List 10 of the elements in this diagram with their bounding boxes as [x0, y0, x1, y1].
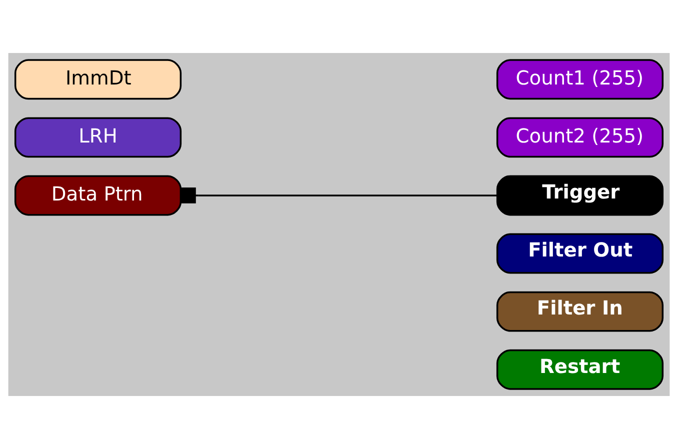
node-box: Trigger: [496, 174, 664, 216]
node-box: Count1 (255): [496, 58, 664, 100]
node-box: Count2 (255): [496, 116, 664, 158]
connector: [180, 187, 497, 203]
node-box: LRH: [14, 116, 182, 158]
node-box: Filter Out: [496, 232, 664, 274]
node-box: ImmDt: [14, 58, 182, 100]
node-box: Filter In: [496, 290, 664, 332]
node-box: Restart: [496, 348, 664, 390]
node-box: Data Ptrn: [14, 174, 182, 216]
